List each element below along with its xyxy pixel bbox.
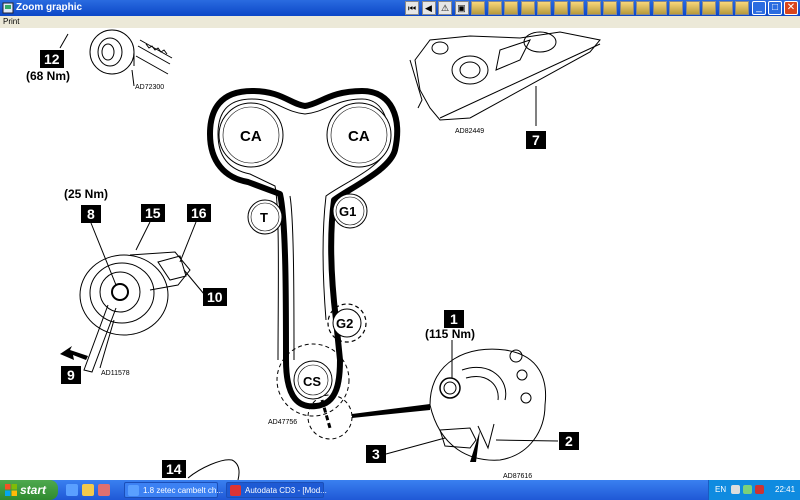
label-ca-right: CA bbox=[348, 128, 370, 145]
toolbar-button-20[interactable] bbox=[718, 1, 733, 15]
system-tray: EN 22:41 bbox=[708, 480, 800, 500]
close-button[interactable]: ✕ bbox=[784, 1, 798, 15]
pulley-ca-right: CA bbox=[326, 102, 392, 168]
label-12: 12 bbox=[44, 51, 60, 67]
network-icon[interactable] bbox=[743, 485, 752, 494]
task-button-cambelt[interactable]: 1.8 zetec cambelt ch... bbox=[124, 482, 223, 498]
callout-12: 12 (68 Nm) bbox=[26, 33, 70, 83]
toolbar-button-21[interactable] bbox=[735, 1, 749, 15]
window-title: Zoom graphic bbox=[16, 2, 83, 13]
app-icon bbox=[2, 2, 14, 14]
label-7: 7 bbox=[532, 132, 540, 148]
label-16: 16 bbox=[191, 205, 207, 221]
label-2: 2 bbox=[565, 433, 573, 449]
toolbar-button-6[interactable] bbox=[487, 1, 502, 15]
pulley-sketch-topleft: AD72300 bbox=[89, 29, 173, 91]
crank-detail: 1 (115 Nm) 2 3 AD87616 bbox=[366, 310, 579, 480]
taskbar: start 1.8 zetec cambelt ch... Autodata C… bbox=[0, 480, 800, 500]
pulley-tensioner: T bbox=[247, 199, 283, 235]
security-icon[interactable] bbox=[755, 485, 764, 494]
ie-icon bbox=[128, 485, 139, 496]
maximize-button[interactable]: □ bbox=[768, 1, 782, 15]
timing-belt-diagram: .lbl { font-family:"Liberation Sans", sa… bbox=[26, 29, 601, 480]
toolbar-button-13[interactable] bbox=[603, 1, 617, 15]
label-10: 10 bbox=[207, 289, 223, 305]
minimize-button[interactable]: _ bbox=[752, 1, 766, 15]
ref-ad87616: AD87616 bbox=[503, 473, 532, 480]
pulley-g1: G1 bbox=[332, 193, 368, 229]
ref-ad82449: AD82449 bbox=[455, 128, 484, 135]
clock: 22:41 bbox=[775, 485, 796, 494]
toolbar-button-14[interactable] bbox=[619, 1, 634, 15]
ref-ad72300: AD72300 bbox=[135, 84, 164, 91]
toolbar-button-1[interactable]: ⏮ bbox=[405, 1, 419, 15]
windows-logo-icon bbox=[5, 484, 17, 496]
toolbar-button-15[interactable] bbox=[636, 1, 650, 15]
toolbar-button-5[interactable] bbox=[471, 1, 485, 15]
menu-print[interactable]: Print bbox=[3, 17, 20, 26]
toolbar-button-19[interactable] bbox=[702, 1, 716, 15]
pulley-g2: G2 bbox=[327, 303, 367, 343]
label-t: T bbox=[260, 210, 268, 225]
ref-ad11578: AD11578 bbox=[101, 370, 130, 377]
tray-app-icon[interactable] bbox=[731, 485, 740, 494]
label-9: 9 bbox=[67, 367, 75, 383]
callout-14: 14 bbox=[162, 459, 240, 480]
task-label-autodata: Autodata CD3 - [Mod... bbox=[245, 486, 327, 495]
label-3: 3 bbox=[372, 446, 380, 462]
ie-quicklaunch-icon[interactable] bbox=[66, 484, 78, 496]
folder-quicklaunch-icon[interactable] bbox=[82, 484, 94, 496]
toolbar-button-4[interactable]: ▣ bbox=[454, 1, 469, 15]
toolbar-button-3[interactable]: ⚠ bbox=[438, 1, 452, 15]
toolbar-button-8[interactable] bbox=[520, 1, 535, 15]
toolbar-button-9[interactable] bbox=[537, 1, 551, 15]
task-label-cambelt: 1.8 zetec cambelt ch... bbox=[143, 486, 224, 495]
autodata-icon bbox=[230, 485, 241, 496]
torque-8: (25 Nm) bbox=[64, 187, 108, 201]
title-bar: Zoom graphic ⏮◀⚠▣ _ □ ✕ bbox=[0, 0, 800, 16]
label-14: 14 bbox=[166, 461, 182, 477]
camshaft-sketch: AD82449 7 bbox=[409, 31, 601, 149]
torque-12: (68 Nm) bbox=[26, 69, 70, 83]
pulley-ca-left: CA bbox=[218, 102, 284, 168]
label-8: 8 bbox=[87, 206, 95, 222]
task-button-autodata[interactable]: Autodata CD3 - [Mod... bbox=[226, 482, 327, 498]
label-g2: G2 bbox=[336, 316, 353, 331]
ref-ad47756: AD47756 bbox=[268, 419, 297, 426]
toolbar-button-11[interactable] bbox=[570, 1, 584, 15]
toolbar-button-18[interactable] bbox=[685, 1, 700, 15]
language-indicator[interactable]: EN bbox=[715, 485, 727, 494]
tensioner-detail: (25 Nm) 8 15 16 10 9 AD11578 bbox=[60, 187, 227, 384]
toolbar-button-2[interactable]: ◀ bbox=[421, 1, 436, 15]
pulley-cs: CS AD47756 bbox=[268, 343, 430, 440]
media-quicklaunch-icon[interactable] bbox=[98, 484, 110, 496]
toolbar-button-16[interactable] bbox=[652, 1, 667, 15]
toolbar-button-10[interactable] bbox=[553, 1, 568, 15]
label-1: 1 bbox=[450, 311, 458, 327]
start-button[interactable]: start bbox=[0, 480, 58, 500]
torque-1: (115 Nm) bbox=[425, 327, 475, 341]
toolbar-button-7[interactable] bbox=[504, 1, 518, 15]
toolbar-button-17[interactable] bbox=[669, 1, 683, 15]
label-ca-left: CA bbox=[240, 128, 262, 145]
menu-bar: Print bbox=[0, 16, 800, 28]
label-g1: G1 bbox=[339, 204, 356, 219]
label-15: 15 bbox=[145, 205, 161, 221]
toolbar-button-12[interactable] bbox=[586, 1, 601, 15]
label-cs: CS bbox=[303, 374, 321, 389]
start-label: start bbox=[20, 483, 47, 497]
